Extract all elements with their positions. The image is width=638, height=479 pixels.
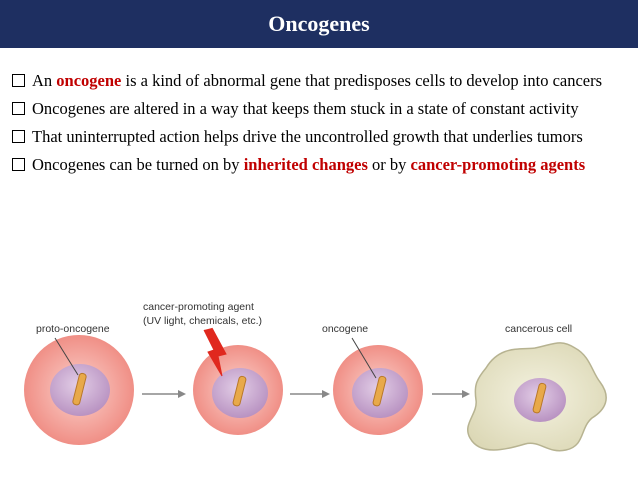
bullet-text: An [32,71,57,90]
cancerous-cell [467,342,607,452]
pointer-line [351,337,377,379]
checkbox-bullet-icon [12,158,25,171]
highlight-term: oncogene [56,71,122,90]
checkbox-bullet-icon [12,130,25,143]
label-oncogene: oncogene [322,323,368,335]
arrow-right-icon [142,390,186,398]
bullet-item: An oncogene is a kind of abnormal gene t… [8,70,628,92]
bullet-item: Oncogenes are altered in a way that keep… [8,98,628,120]
arrow-right-icon [432,390,470,398]
title-bar: Oncogenes [0,0,638,48]
label-agent-examples: (UV light, chemicals, etc.) [143,315,262,327]
label-cancerous-cell: cancerous cell [505,323,572,335]
highlight-term: inherited changes [243,155,368,174]
bullet-item: That uninterrupted action helps drive th… [8,126,628,148]
arrow-right-icon [290,390,330,398]
label-proto-oncogene: proto-oncogene [36,323,110,335]
bullet-text: Oncogenes can be turned on by [32,155,244,174]
checkbox-bullet-icon [12,74,25,87]
pointer-line [54,337,79,376]
page-title: Oncogenes [268,11,370,36]
bullet-text: is a kind of abnormal gene that predispo… [121,71,603,90]
bullet-item: Oncogenes can be turned on by inherited … [8,154,628,176]
lightning-bolt-icon [203,327,227,377]
oncogene-diagram: proto-oncogene cancer-promoting agent (U… [24,301,607,452]
oncogene-cell [333,337,423,435]
bullet-text: or by [367,155,411,174]
bullet-list: An oncogene is a kind of abnormal gene t… [8,70,628,182]
checkbox-bullet-icon [12,102,25,115]
highlight-term: cancer-promoting agents [410,155,586,174]
label-agent: cancer-promoting agent [143,301,254,313]
bullet-text: That uninterrupted action helps drive th… [32,127,583,146]
bullet-text: Oncogenes are altered in a way that keep… [32,99,579,118]
normal-cell-2 [193,327,283,435]
normal-cell-1 [24,335,134,445]
